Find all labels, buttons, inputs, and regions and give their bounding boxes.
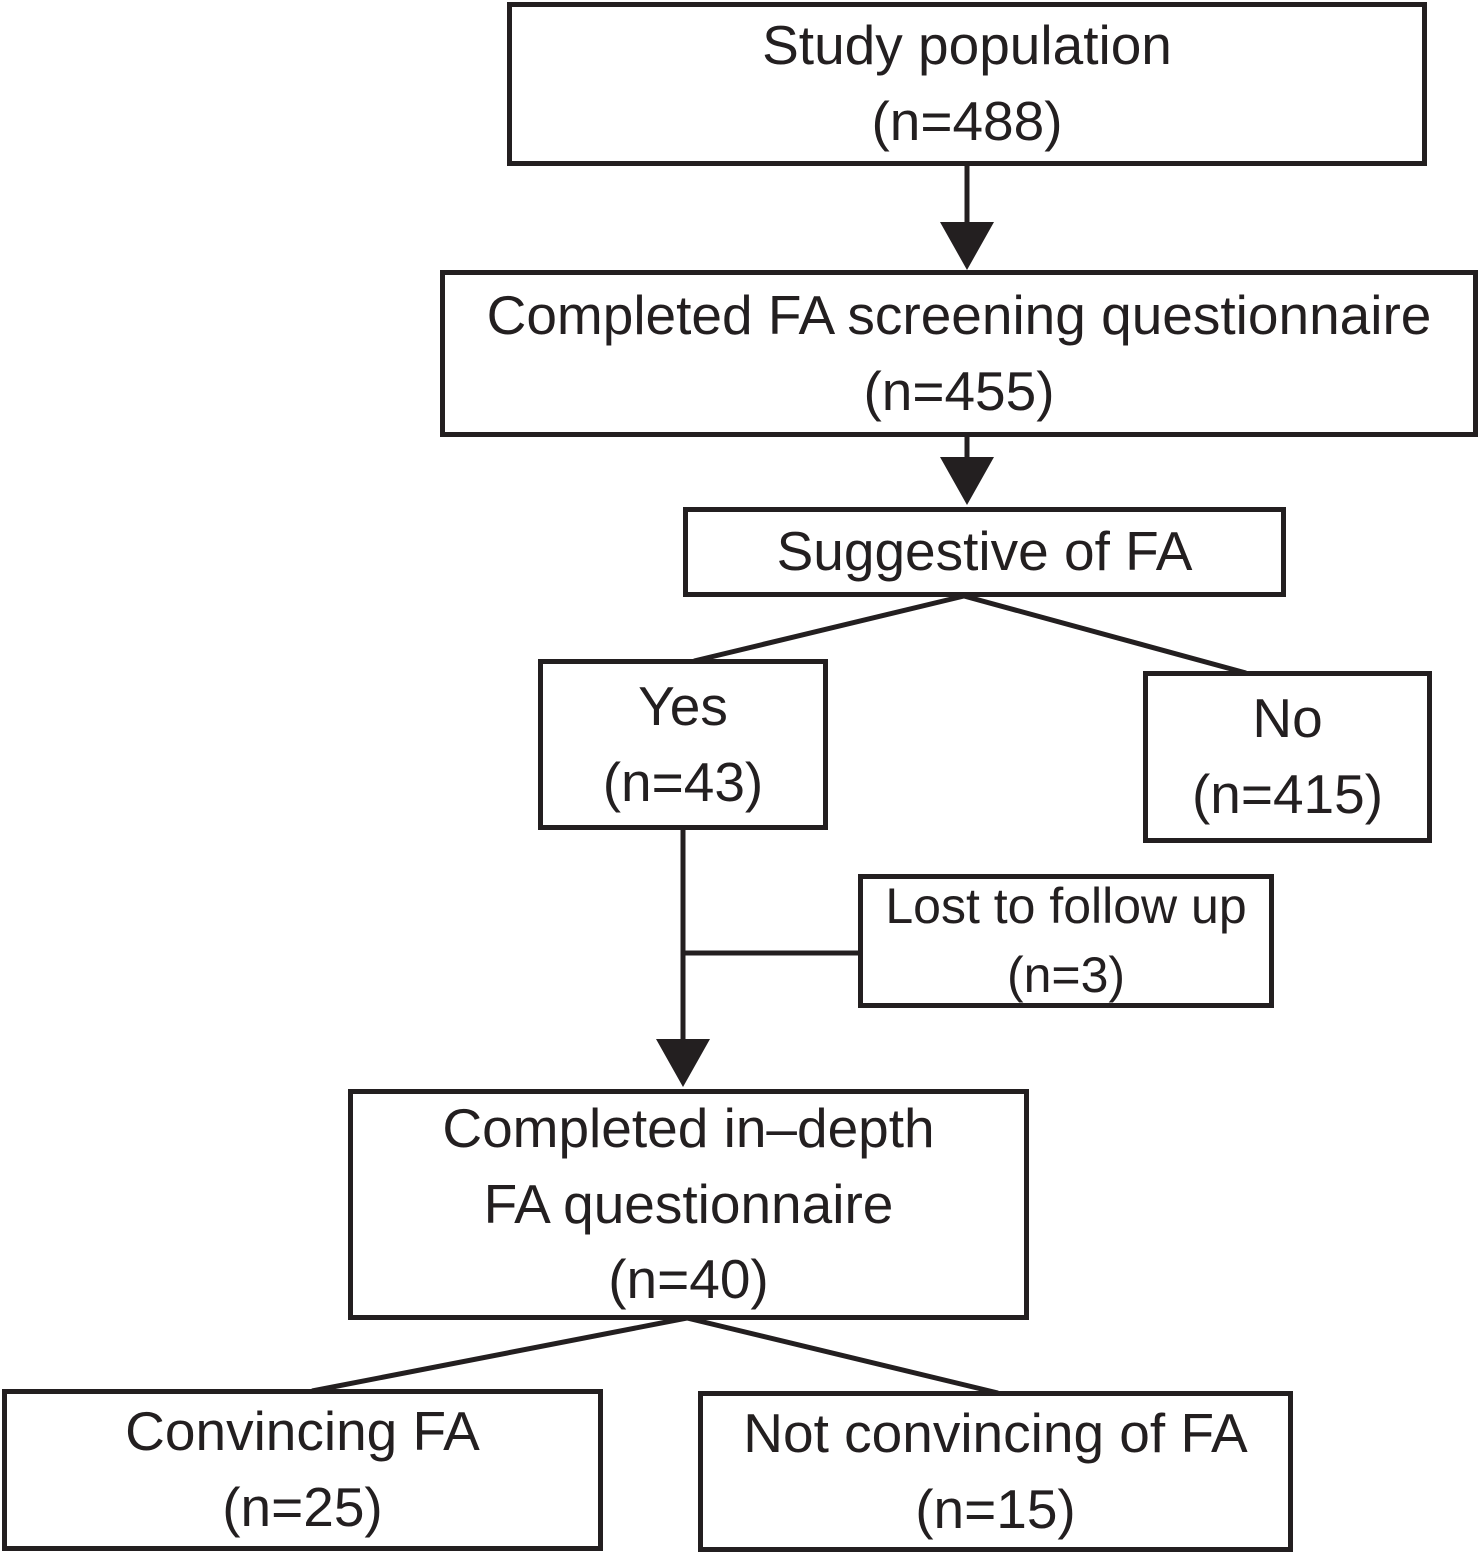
node-study-population: Study population (n=488) — [507, 2, 1427, 166]
node-label: Not convincing of FA — [743, 1401, 1248, 1464]
node-count: (n=25) — [222, 1476, 383, 1538]
node-lost-to-follow-up: Lost to follow up (n=3) — [858, 874, 1274, 1008]
node-count: (n=15) — [915, 1477, 1076, 1540]
connector-line-in-depth-to-convincing — [311, 1315, 688, 1394]
connector-line-in-depth-to-not-convincing — [686, 1315, 999, 1396]
node-convincing-fa: Convincing FA (n=25) — [2, 1389, 603, 1551]
node-not-convincing-of-fa: Not convincing of FA (n=15) — [698, 1391, 1293, 1552]
node-count: (n=488) — [871, 90, 1063, 152]
node-no: No (n=415) — [1143, 671, 1432, 843]
node-label: Convincing FA — [125, 1400, 480, 1463]
node-completed-in-depth: Completed in–depth FA questionnaire (n=4… — [348, 1089, 1029, 1320]
node-label: No — [1252, 687, 1323, 750]
node-label: FA questionnaire — [483, 1172, 894, 1235]
arrowhead-down-icon — [656, 1039, 710, 1087]
node-count: (n=415) — [1191, 763, 1384, 825]
connector-line-suggestive-to-no — [963, 593, 1247, 676]
node-label: Completed in–depth — [442, 1096, 935, 1159]
node-label: Lost to follow up — [885, 878, 1247, 934]
node-completed-screening: Completed FA screening questionnaire (n=… — [440, 270, 1478, 437]
node-label: Yes — [638, 674, 728, 737]
node-count: (n=455) — [863, 359, 1055, 422]
arrowhead-down-icon — [940, 222, 994, 270]
node-count: (n=3) — [1006, 947, 1126, 1003]
node-suggestive-of-fa: Suggestive of FA — [683, 507, 1286, 597]
node-count: (n=40) — [608, 1248, 769, 1311]
node-label: Completed FA screening questionnaire — [486, 283, 1432, 346]
node-label: Study population — [762, 14, 1172, 77]
node-label: Suggestive of FA — [776, 520, 1193, 583]
node-yes: Yes (n=43) — [538, 659, 828, 830]
arrowhead-down-icon — [940, 457, 994, 505]
connector-line-suggestive-to-yes — [693, 593, 965, 664]
node-count: (n=43) — [602, 750, 764, 813]
